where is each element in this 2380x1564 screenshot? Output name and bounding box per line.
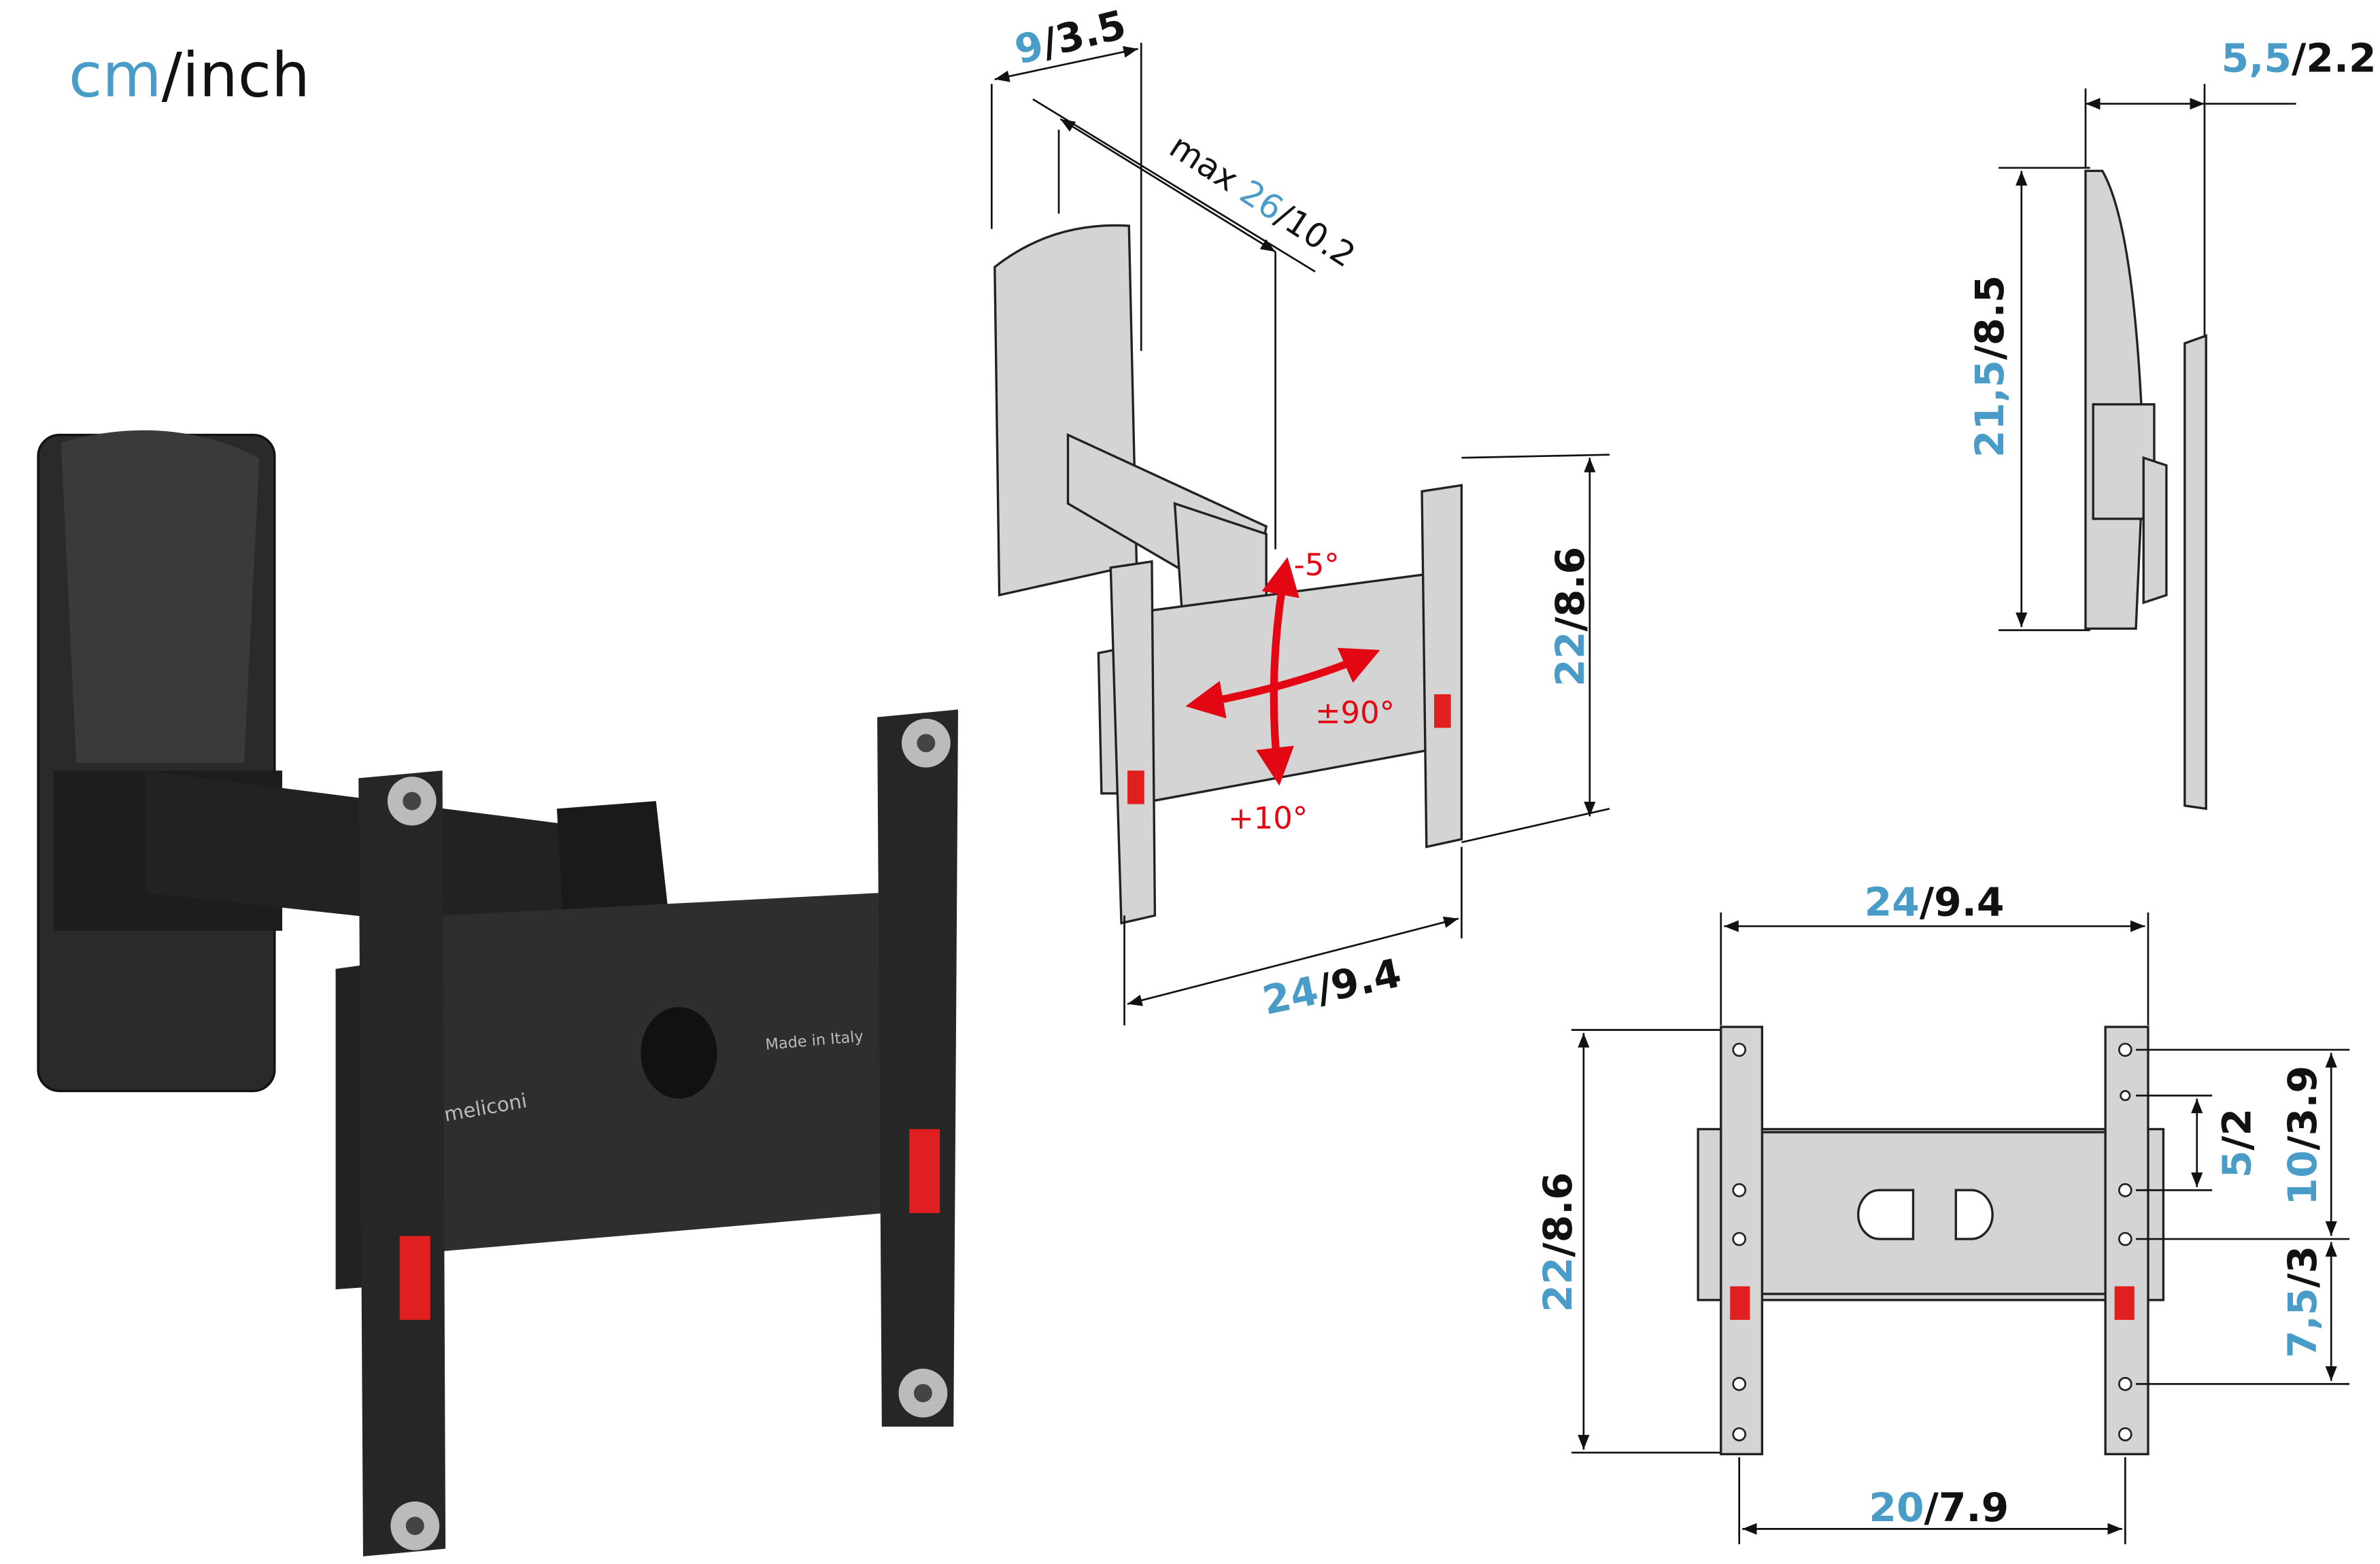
front-view-drawing: 24/9.4 22/8.6 5/2 10/3.9 7,5/3 20/7.9 — [1535, 879, 2350, 1544]
iso-tv-plate — [1151, 571, 1443, 803]
vesa-width-label: 20/7.9 — [1869, 1484, 2009, 1531]
swivel-arrow — [1185, 647, 1380, 719]
hole-spacing-mid-label: 10/3.9 — [2279, 1066, 2326, 1206]
arm — [145, 770, 565, 938]
iso-view-drawing: 9/3.5 max 26/10.2 22/8.6 24/9.4 -5° +10°… — [990, 1, 1610, 1025]
hole-offset-label: 7,5/3 — [2279, 1246, 2326, 1358]
side-view-drawing: 5,5/2.2 21,5/8.5 — [1967, 35, 2377, 811]
iso-width-label: 24/9.4 — [1259, 950, 1405, 1024]
tilt-up-label: -5° — [1294, 547, 1340, 583]
hole-spacing-small-label: 5/2 — [2213, 1108, 2260, 1178]
unit-label: cm/inch — [69, 40, 310, 111]
front-width-label: 24/9.4 — [1865, 879, 2005, 925]
front-height-label: 22/8.6 — [1535, 1172, 1581, 1312]
swivel-label: ±90° — [1315, 695, 1395, 731]
product-photo: Made in Italy meliconi — [37, 430, 958, 1557]
vertical-rail-right — [877, 709, 958, 1427]
side-depth-label: 5,5/2.2 — [2222, 35, 2377, 81]
release-tab-right — [909, 1129, 940, 1213]
iso-rail-left — [1109, 560, 1157, 925]
iso-height-label: 22/8.6 — [1547, 547, 1593, 687]
vertical-rail-left — [358, 770, 446, 1557]
iso-wall-plate — [993, 224, 1138, 597]
side-height-label: 21,5/8.5 — [1967, 275, 2013, 458]
release-tab-left — [399, 1236, 430, 1320]
tilt-down-label: +10° — [1228, 800, 1308, 836]
iso-rail-right — [1421, 483, 1463, 849]
